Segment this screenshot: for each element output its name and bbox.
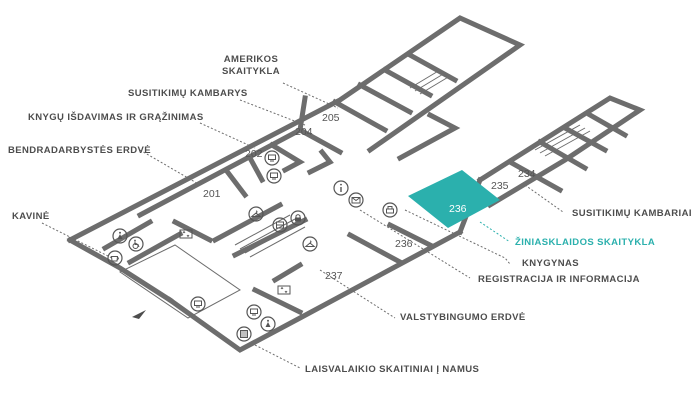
valstybingumo-label: VALSTYBINGUMO ERDVĖ	[400, 312, 526, 323]
hanger-icon	[248, 206, 264, 222]
coffee-icon	[107, 250, 123, 266]
computer-icon	[266, 168, 282, 184]
partition	[211, 201, 284, 244]
lock-icon	[290, 210, 306, 226]
upper-wing-wall	[66, 15, 526, 244]
north-arrow-icon	[131, 304, 147, 320]
elevator-icon	[178, 226, 194, 242]
partition	[331, 98, 389, 134]
stairs	[409, 69, 451, 95]
computer-icon	[246, 304, 262, 320]
partition	[222, 166, 249, 199]
locker-icon	[272, 217, 288, 233]
stairs	[534, 124, 591, 157]
elevator-icon	[276, 282, 292, 298]
partition	[386, 221, 434, 249]
amerikos-label: AMERIKOS SKAITYKLA	[222, 54, 280, 77]
kavine-label: KAVINĖ	[12, 211, 50, 222]
partition	[536, 138, 589, 172]
wc-icon	[112, 228, 128, 244]
room-number-236-highlight: 236	[449, 203, 467, 215]
room-number-201: 201	[203, 188, 221, 200]
computer-icon	[190, 296, 206, 312]
knygynas-label: KNYGYNAS	[522, 258, 580, 269]
bottom-wing-wall	[166, 228, 464, 353]
partition	[561, 124, 609, 154]
laisvalaikio-label: LAISVALAIKIO SKAITINIAI Į NAMUS	[305, 364, 480, 375]
room-number-236: 236	[395, 238, 413, 250]
connector-wall	[306, 148, 334, 176]
room-number-204: 204	[295, 126, 313, 138]
partition	[126, 230, 184, 266]
partition	[506, 158, 564, 194]
bookshelf-icon	[236, 326, 252, 342]
printer-icon	[382, 202, 398, 218]
partition	[246, 154, 266, 184]
hanger-icon	[302, 236, 318, 252]
info-icon	[333, 180, 349, 196]
partition	[296, 126, 344, 156]
computer-icon	[264, 150, 280, 166]
ziniasklaidos-label: ŽINIASKLAIDOS SKAITYKLA	[515, 237, 656, 248]
room-number-237: 237	[325, 270, 343, 282]
room-number-235: 235	[491, 180, 509, 192]
knygu-isdavimas-label: KNYGŲ IŠDAVIMAS IR GRĄŽINIMAS	[28, 112, 204, 123]
mail-icon	[348, 192, 364, 208]
room-number-205: 205	[322, 112, 340, 124]
wc-icon	[260, 316, 276, 332]
partition	[381, 66, 434, 99]
partition	[268, 141, 306, 174]
susitikimu-kambariai-label: SUSITIKIMŲ KAMBARIAI	[572, 208, 692, 219]
connector-wall	[396, 111, 461, 162]
wheelchair-icon	[128, 236, 144, 252]
room-number-234: 234	[518, 168, 536, 180]
partition	[346, 231, 404, 266]
partition	[251, 286, 304, 316]
bendradarbystes-label: BENDRADARBYSTĖS ERDVĖ	[8, 145, 152, 156]
registracija-label: REGISTRACIJA IR INFORMACIJA	[478, 274, 640, 285]
right-wing-wall	[476, 95, 646, 209]
partition	[231, 216, 309, 259]
partition	[586, 111, 629, 139]
room-236-highlight	[408, 170, 500, 228]
bottom-wing-wall	[66, 236, 174, 304]
partition	[271, 261, 304, 284]
stairs	[234, 214, 306, 258]
room-number-202: 202	[245, 148, 263, 160]
susitikimu-kambarys-label: SUSITIKIMŲ KAMBARYS	[128, 88, 248, 99]
partition	[406, 51, 459, 84]
partition	[356, 81, 414, 116]
